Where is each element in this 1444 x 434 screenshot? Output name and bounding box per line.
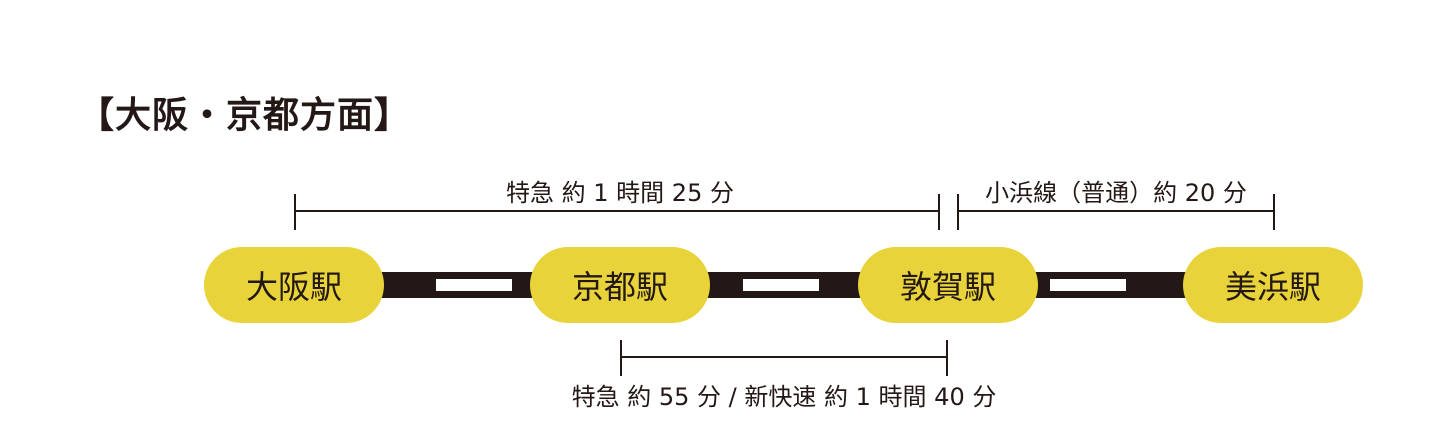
station-tsuruga: 敦賀駅 bbox=[858, 247, 1038, 323]
station-mihama: 美浜駅 bbox=[1183, 247, 1363, 323]
span-bar bbox=[957, 210, 1275, 212]
track-segment-osaka-kyoto bbox=[380, 272, 540, 298]
track-segment-kyoto-tsuruga bbox=[705, 272, 865, 298]
track-gap bbox=[436, 279, 512, 291]
span-tick-start bbox=[957, 194, 959, 230]
track-segment-tsuruga-mihama bbox=[1032, 272, 1192, 298]
station-osaka: 大阪駅 bbox=[204, 247, 384, 323]
station-kyoto: 京都駅 bbox=[530, 247, 710, 323]
span-label-tsuruga-mihama: 小浜線（普通）約 20 分 bbox=[985, 179, 1247, 207]
span-bar bbox=[294, 210, 940, 212]
span-label-kyoto-tsuruga: 特急 約 55 分 / 新快速 約 1 時間 40 分 bbox=[571, 383, 997, 411]
span-kyoto-tsuruga bbox=[620, 340, 948, 376]
track-gap bbox=[1050, 279, 1126, 291]
span-tick-end bbox=[938, 194, 940, 230]
span-tick-end bbox=[946, 340, 948, 376]
span-tick-start bbox=[294, 194, 296, 230]
span-bar bbox=[620, 356, 948, 358]
track-gap bbox=[743, 279, 819, 291]
span-tick-start bbox=[620, 340, 622, 376]
span-label-osaka-tsuruga: 特急 約 1 時間 25 分 bbox=[506, 179, 734, 207]
page-title: 【大阪・京都方面】 bbox=[78, 95, 412, 136]
span-tsuruga-mihama bbox=[957, 194, 1275, 230]
span-tick-end bbox=[1273, 194, 1275, 230]
span-osaka-tsuruga bbox=[294, 194, 940, 230]
